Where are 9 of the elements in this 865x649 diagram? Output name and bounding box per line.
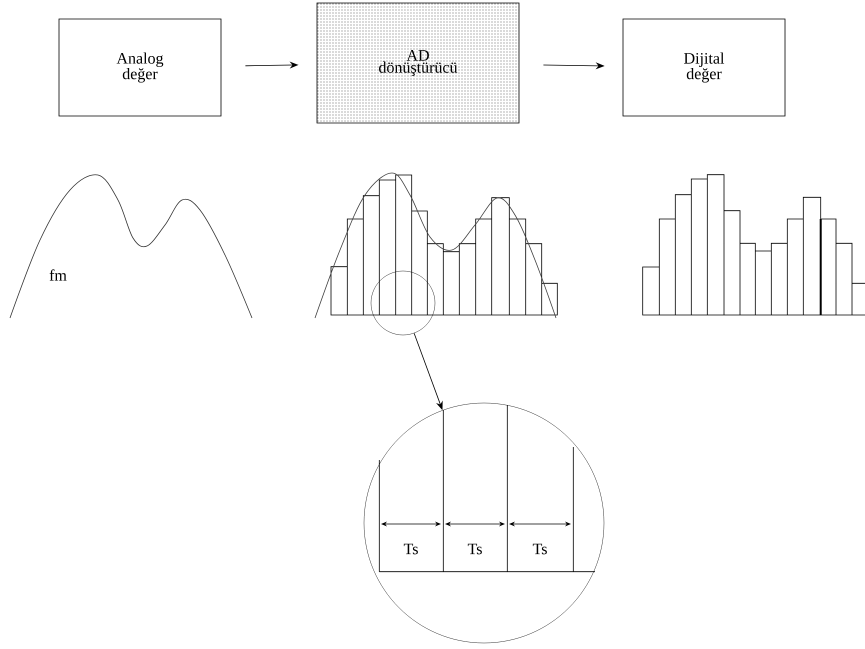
process-box: AD dönüştürücü: [316, 2, 520, 124]
process-box: Analog değer: [58, 18, 222, 116]
magnifier-circle: [364, 402, 604, 644]
signal-label: fm: [50, 269, 67, 281]
signal-label: Ts: [468, 544, 482, 554]
signal-label: Ts: [404, 544, 418, 554]
magnifier-circle: [370, 270, 436, 336]
process-box: Dijital değer: [622, 18, 786, 116]
signal-label: Ts: [532, 544, 547, 554]
